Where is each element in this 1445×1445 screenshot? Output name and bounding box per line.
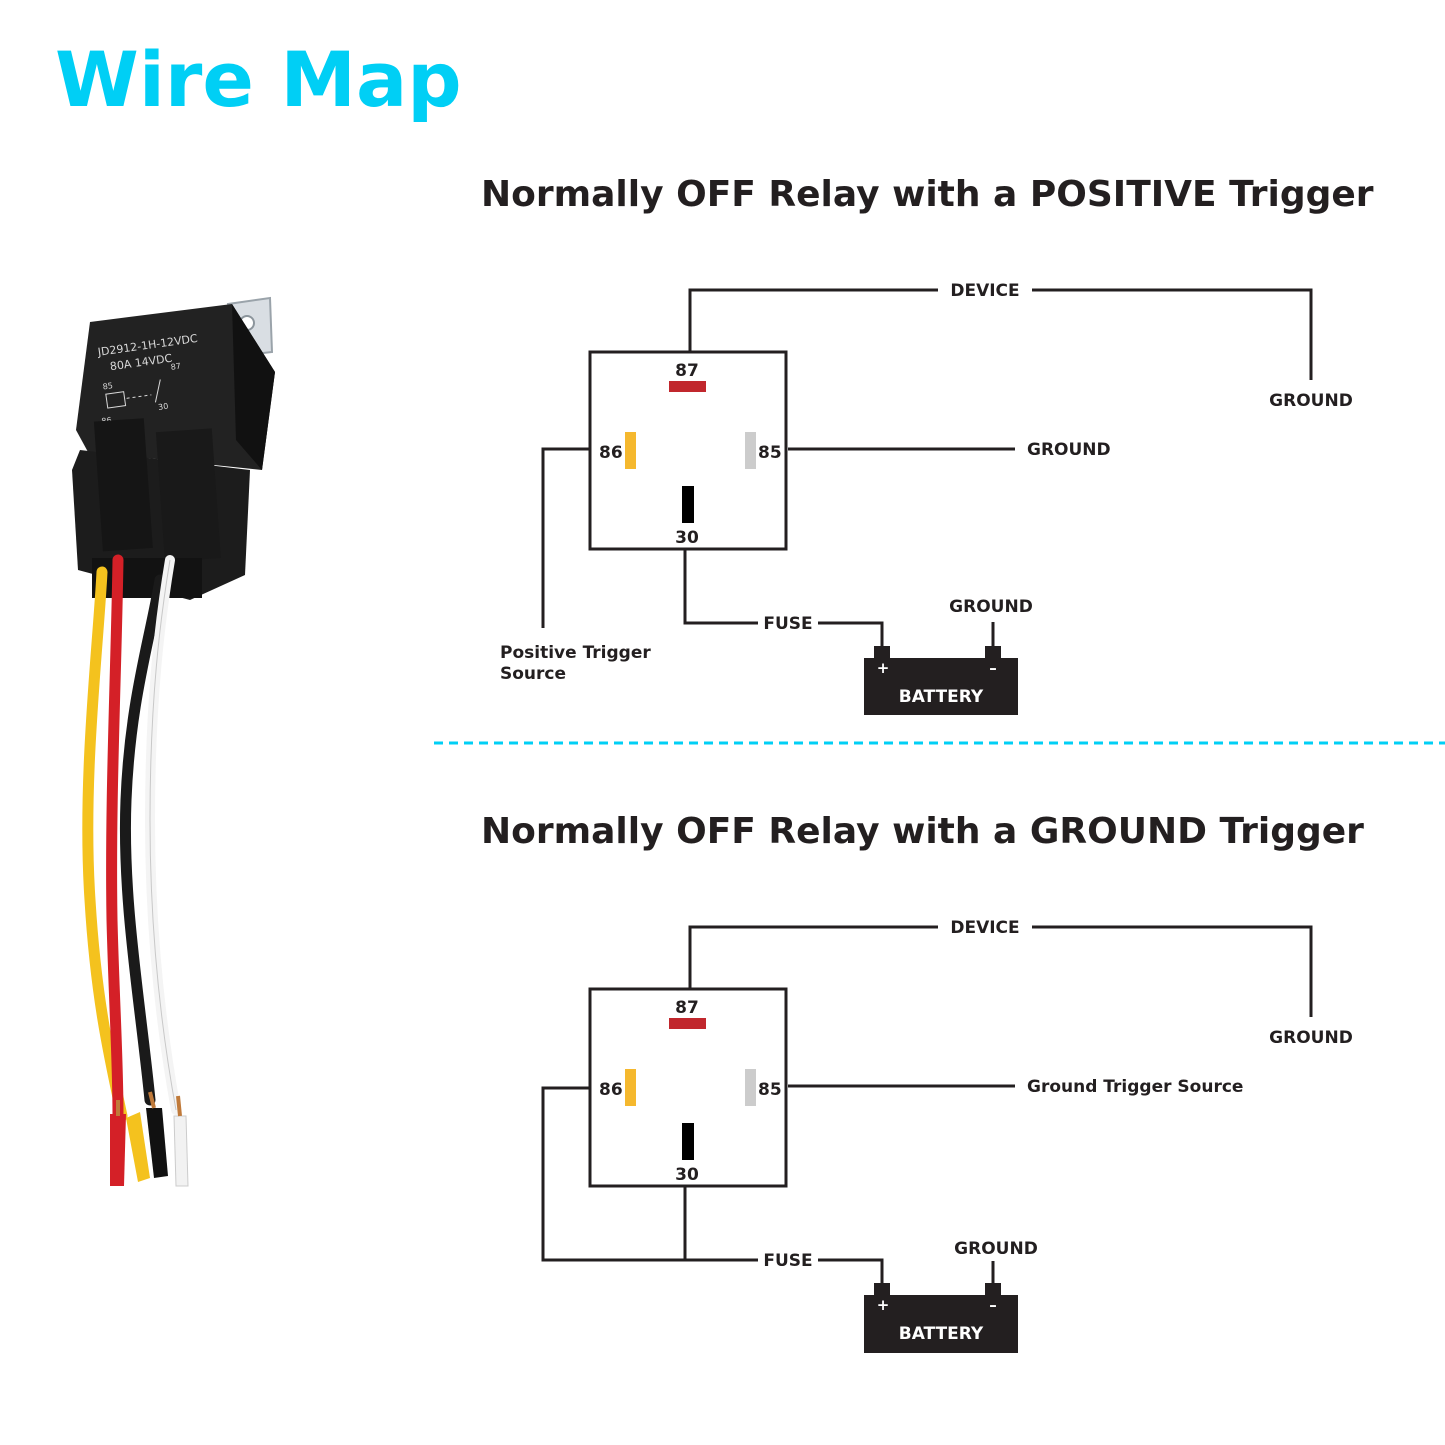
battery: + – BATTERY bbox=[864, 646, 1018, 715]
diagram-ground-trigger: Normally OFF Relay with a GROUND Trigger… bbox=[481, 811, 1364, 1353]
pin-85-marker bbox=[745, 432, 756, 469]
pin-86-label: 86 bbox=[599, 443, 623, 463]
pin-86-marker bbox=[625, 1069, 636, 1106]
battery-label: BATTERY bbox=[899, 1324, 984, 1344]
device-label: DEVICE bbox=[950, 281, 1019, 301]
wire-86-to-fuse bbox=[541, 1086, 758, 1262]
section-title-positive: Normally OFF Relay with a POSITIVE Trigg… bbox=[481, 174, 1374, 215]
pin-87-marker bbox=[669, 1018, 706, 1029]
relay-socket-base bbox=[92, 558, 202, 598]
pin85-target-label: GROUND bbox=[1027, 440, 1111, 460]
page-title: Wire Map bbox=[55, 35, 462, 124]
wire-fuse-to-battery bbox=[818, 621, 884, 648]
relay-print-85: 85 bbox=[102, 381, 113, 391]
terminal-red bbox=[110, 1114, 126, 1186]
battery-body bbox=[864, 658, 1018, 715]
wire-black bbox=[119, 574, 166, 1106]
battery-plus-sign: + bbox=[877, 659, 890, 677]
relay-socket-rib-left bbox=[93, 418, 153, 552]
wire-red bbox=[106, 554, 124, 1122]
battery-positive-terminal bbox=[874, 646, 890, 660]
wire-87-to-device bbox=[688, 288, 938, 352]
pin-85-label: 85 bbox=[758, 1080, 782, 1100]
relay-socket-rib-right bbox=[155, 428, 221, 562]
relay-coil-symbol bbox=[105, 391, 127, 409]
wire-white-edge bbox=[149, 559, 177, 1111]
terminal-white bbox=[173, 1115, 189, 1187]
battery-negative-terminal bbox=[985, 1283, 1001, 1297]
relay-switch-link bbox=[126, 394, 152, 399]
diagram-positive-trigger: Normally OFF Relay with a POSITIVE Trigg… bbox=[481, 174, 1374, 715]
relay-print-87: 87 bbox=[170, 362, 181, 372]
pin85-target-label: Ground Trigger Source bbox=[1027, 1077, 1243, 1097]
wire-device-to-ground bbox=[1032, 288, 1313, 380]
wire-30-to-fuse bbox=[683, 550, 758, 625]
wire-device-to-ground bbox=[1032, 925, 1313, 1017]
trigger-source-label-line1: Positive Trigger bbox=[500, 643, 651, 663]
wire-yellow bbox=[82, 566, 128, 1122]
device-label: DEVICE bbox=[950, 918, 1019, 938]
section-title-ground: Normally OFF Relay with a GROUND Trigger bbox=[481, 811, 1364, 852]
pin-86-marker bbox=[625, 432, 636, 469]
battery-minus-sign: – bbox=[989, 659, 997, 677]
battery-ground-label: GROUND bbox=[954, 1239, 1038, 1259]
pin-30-marker bbox=[682, 1123, 694, 1160]
pin-30-label: 30 bbox=[675, 1165, 699, 1185]
trigger-source-label-line2: Source bbox=[500, 664, 566, 684]
battery-positive-terminal bbox=[874, 1283, 890, 1297]
pin-86-label: 86 bbox=[599, 1080, 623, 1100]
battery-minus-sign: – bbox=[989, 1296, 997, 1314]
device-ground-label: GROUND bbox=[1269, 1028, 1353, 1048]
pin-85-marker bbox=[745, 1069, 756, 1106]
terminal-yellow bbox=[126, 1112, 150, 1182]
wire-86-to-trigger bbox=[541, 447, 590, 628]
wire-fuse-to-battery bbox=[818, 1258, 884, 1285]
terminal-black bbox=[146, 1108, 168, 1178]
pin-87-label: 87 bbox=[675, 998, 699, 1018]
pin-30-marker bbox=[682, 486, 694, 523]
relay-switch-contact bbox=[154, 379, 161, 403]
battery-body bbox=[864, 1295, 1018, 1353]
pin-87-label: 87 bbox=[675, 361, 699, 381]
device-ground-label: GROUND bbox=[1269, 391, 1353, 411]
copper-black bbox=[148, 1091, 156, 1109]
pin-87-marker bbox=[669, 381, 706, 392]
relay-body-side bbox=[232, 304, 275, 470]
battery-label: BATTERY bbox=[899, 687, 984, 707]
relay-print-30: 30 bbox=[158, 402, 169, 412]
pin-30-label: 30 bbox=[675, 528, 699, 548]
battery-negative-terminal bbox=[985, 646, 1001, 660]
pin-85-label: 85 bbox=[758, 443, 782, 463]
battery-plus-sign: + bbox=[877, 1296, 890, 1314]
fuse-label: FUSE bbox=[763, 614, 812, 634]
battery: + – BATTERY bbox=[864, 1283, 1018, 1353]
relay-photo: JD2912-1H-12VDC 80A 14VDC 85 87 86 30 bbox=[72, 296, 275, 1187]
battery-ground-label: GROUND bbox=[949, 597, 1033, 617]
wire-87-to-device bbox=[688, 925, 938, 989]
fuse-label: FUSE bbox=[763, 1251, 812, 1271]
copper-white bbox=[176, 1095, 182, 1117]
